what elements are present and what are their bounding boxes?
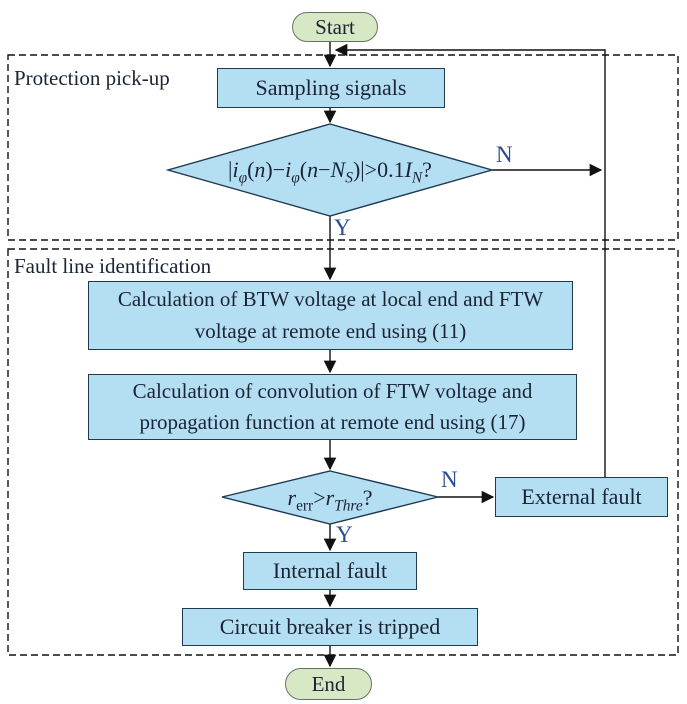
process-calc-convolution: Calculation of convolution of FTW voltag… [88,374,577,440]
decision1-yes-label: Y [334,215,351,240]
process-external-fault: External fault [495,477,668,517]
decision1-condition-text: |iφ(n)−iφ(n−NS)|>0.1IN? [228,157,432,187]
section-label-protection-pickup: Protection pick-up [14,66,170,90]
decision2-no-label: N [441,467,458,492]
end-terminal: End [285,668,372,700]
decision2-condition-text: rerr>rThre? [287,484,373,514]
start-terminal: Start [292,12,378,42]
process-sampling-signals: Sampling signals [217,68,445,108]
feedback-loop-line [334,43,606,477]
section-box-fault-line-identification [7,248,679,656]
process-circuit-breaker-tripped: Circuit breaker is tripped [182,608,478,646]
decision1-diamond [165,123,495,217]
section-label-fault-line-identification: Fault line identification [14,254,212,278]
decision2-diamond [221,470,439,525]
decision2-yes-label: Y [336,522,353,547]
process-calc-btw-ftw-voltage: Calculation of BTW voltage at local end … [88,281,573,350]
process-internal-fault: Internal fault [243,552,417,590]
decision1-no-label: N [496,142,513,167]
